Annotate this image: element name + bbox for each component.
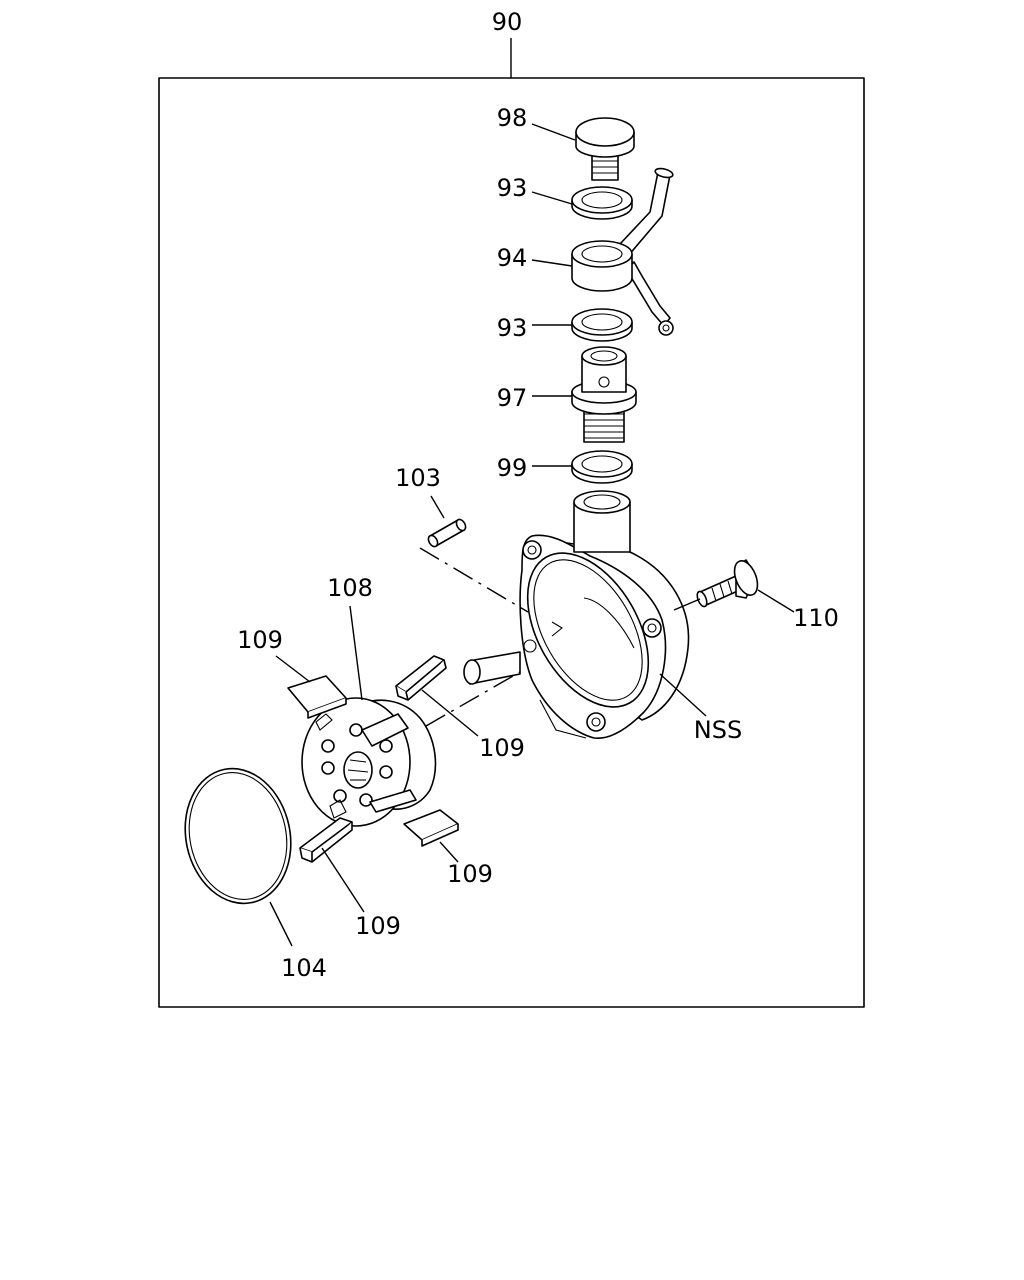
plug-part: [575, 117, 635, 181]
callout-104: 104: [281, 954, 327, 982]
washer-lower-part: [571, 308, 633, 342]
callout-109-top-left: 109: [237, 626, 283, 654]
callout-94: 94: [497, 244, 528, 272]
banjo-fitting-part: [571, 167, 674, 336]
callout-90: 90: [492, 8, 523, 36]
callout-109-bottom-left: 109: [355, 912, 401, 940]
gasket-part: [571, 450, 633, 484]
vane-bottom-right-part: [403, 809, 459, 847]
vane-bottom-left-part: [299, 817, 353, 863]
union-bolt-part: [571, 346, 637, 443]
rotor-part: [301, 697, 437, 827]
callout-nss: NSS: [694, 716, 742, 744]
diagram-frame: [158, 77, 865, 1008]
bolt-part: [696, 559, 759, 608]
callout-99: 99: [497, 454, 528, 482]
callout-93-upper: 93: [497, 174, 528, 202]
callout-98: 98: [497, 104, 528, 132]
callout-97: 97: [497, 384, 528, 412]
pin-part: [427, 518, 467, 548]
vane-top-right-part: [395, 655, 447, 701]
callout-103: 103: [395, 464, 441, 492]
callout-109-top-right: 109: [479, 734, 525, 762]
housing-part: [463, 490, 690, 739]
washer-upper-part: [571, 186, 633, 220]
callout-108: 108: [327, 574, 373, 602]
vane-top-left-part: [287, 675, 347, 719]
callout-109-bottom-right: 109: [447, 860, 493, 888]
callout-110: 110: [793, 604, 839, 632]
o-ring-part: [184, 767, 292, 905]
callout-93-lower: 93: [497, 314, 528, 342]
